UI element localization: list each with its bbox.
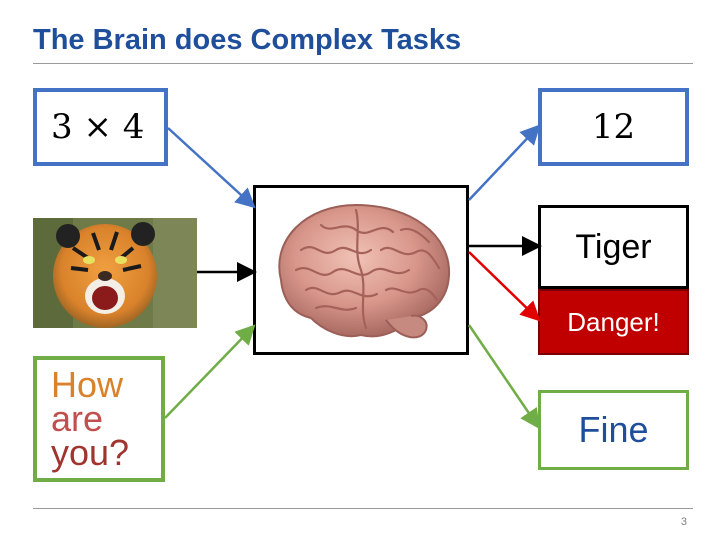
arrow-brain-to-answer bbox=[468, 124, 541, 201]
danger-label: Danger! bbox=[567, 306, 660, 337]
arrow-brain-to-fine bbox=[467, 324, 540, 430]
greeting-line-you: you? bbox=[51, 432, 130, 473]
slide-title: The Brain does Complex Tasks bbox=[33, 24, 462, 56]
brain-frame bbox=[253, 185, 469, 355]
brain-image bbox=[278, 203, 451, 339]
tiger-label: Tiger bbox=[575, 227, 652, 266]
math-input-box: 3 × 4 bbox=[33, 88, 168, 166]
footer-divider bbox=[33, 508, 693, 509]
math-answer-box: 12 bbox=[538, 88, 689, 166]
fine-box: Fine bbox=[538, 390, 689, 470]
greeting-reply: Fine bbox=[578, 409, 649, 450]
greeting-line-how: How bbox=[51, 364, 124, 405]
title-divider bbox=[33, 63, 693, 64]
greeting-line-are: are bbox=[51, 398, 104, 439]
arrow-brain-to-danger bbox=[468, 251, 541, 322]
math-expression: 3 × 4 bbox=[51, 107, 145, 147]
arrow-math-to-brain bbox=[167, 127, 256, 209]
math-answer: 12 bbox=[591, 107, 636, 147]
arrow-greeting-to-brain bbox=[164, 324, 256, 419]
greeting-input-box: How are you? bbox=[33, 356, 165, 482]
page-number: 3 bbox=[680, 516, 687, 528]
danger-box: Danger! bbox=[538, 289, 689, 355]
tiger-photo bbox=[33, 218, 197, 328]
